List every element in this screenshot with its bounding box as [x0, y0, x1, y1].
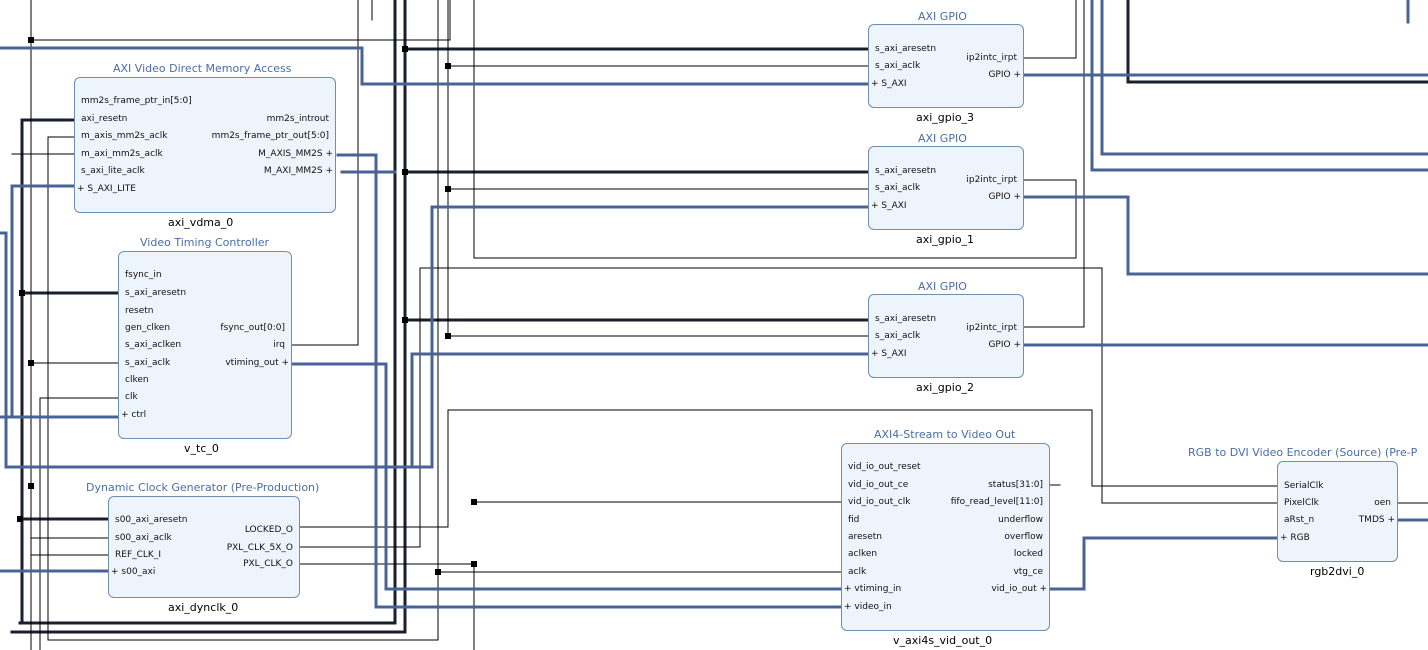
vidout-port-right[interactable]: underflow [998, 515, 1043, 525]
gpio3-port-right[interactable]: GPIO + [988, 70, 1021, 80]
gpio1-name: axi_gpio_1 [916, 233, 975, 246]
rgb2dvi-port-left[interactable]: + RGB [1280, 533, 1310, 543]
vdma-port-left[interactable]: s_axi_lite_aclk [81, 166, 145, 176]
vdma-port-right[interactable]: mm2s_frame_ptr_out[5:0] [211, 131, 329, 141]
vdma-name: axi_vdma_0 [168, 216, 234, 229]
gpio1-port-right[interactable]: GPIO + [988, 192, 1021, 202]
gpio3-port-left[interactable]: + S_AXI [871, 79, 907, 89]
vidout-port-left[interactable]: aclk [848, 567, 867, 577]
gpio1-port-left[interactable]: s_axi_aclk [875, 183, 921, 193]
gpio1-port-left[interactable]: + S_AXI [871, 201, 907, 211]
rgb2dvi-port-left[interactable]: PixelClk [1284, 498, 1319, 508]
gpio1-port-left[interactable]: s_axi_aresetn [875, 166, 937, 176]
vidout-title: AXI4-Stream to Video Out [874, 428, 1016, 441]
vdma-port-left[interactable]: m_axi_mm2s_aclk [81, 149, 163, 159]
vtc-port-left[interactable]: clk [125, 392, 138, 402]
vdma-port-left[interactable]: mm2s_frame_ptr_in[5:0] [81, 96, 192, 106]
vtc-port-left[interactable]: resetn [125, 306, 154, 316]
gpio2-port-right[interactable]: GPIO + [988, 340, 1021, 350]
gpio1-title: AXI GPIO [918, 132, 967, 145]
rgb2dvi-port-right[interactable]: oen [1374, 498, 1391, 508]
rgb2dvi-block[interactable]: SerialClk PixelClk aRst_n + RGB oen TMDS… [1277, 461, 1398, 562]
gpio2-port-left[interactable]: + S_AXI [871, 349, 907, 359]
vidout-port-left[interactable]: vid_io_out_clk [848, 497, 911, 507]
gpio2-name: axi_gpio_2 [916, 381, 975, 394]
vtc-port-left[interactable]: s_axi_aclk [125, 358, 171, 368]
clkgen-port-left[interactable]: REF_CLK_I [115, 550, 161, 560]
gpio3-port-right[interactable]: ip2intc_irpt [966, 53, 1017, 63]
clkgen-port-left[interactable]: s00_axi_aresetn [115, 515, 188, 525]
clkgen-port-right[interactable]: PXL_CLK_5X_O [226, 543, 293, 553]
vtc-port-right[interactable]: vtiming_out + [225, 358, 289, 368]
vidout-port-right[interactable]: vid_io_out + [991, 584, 1047, 594]
clkgen-block[interactable]: s00_axi_aresetn s00_axi_aclk REF_CLK_I +… [108, 496, 300, 598]
vdma-port-right[interactable]: M_AXIS_MM2S + [258, 149, 333, 159]
rgb2dvi-port-left[interactable]: SerialClk [1284, 481, 1324, 491]
vidout-port-right[interactable]: locked [1013, 549, 1043, 559]
gpio1-port-right[interactable]: ip2intc_irpt [966, 175, 1017, 185]
vtc-port-left[interactable]: fsync_in [125, 270, 162, 280]
vtc-port-left[interactable]: s_axi_aclken [125, 340, 182, 350]
reset-net [10, 0, 1428, 634]
clkgen-title: Dynamic Clock Generator (Pre-Production) [86, 481, 320, 494]
vidout-port-left[interactable]: vid_io_out_ce [848, 480, 909, 490]
vtc-port-right[interactable]: fsync_out[0:0] [220, 323, 285, 333]
gpio3-port-left[interactable]: s_axi_aclk [875, 61, 921, 71]
vtc-port-left[interactable]: + ctrl [121, 410, 147, 420]
rgb2dvi-title: RGB to DVI Video Encoder (Source) (Pre-P [1188, 446, 1418, 459]
vidout-port-left[interactable]: vid_io_out_reset [848, 462, 921, 472]
vdma-port-left[interactable]: + S_AXI_LITE [77, 184, 136, 194]
gpio3-block[interactable]: s_axi_aresetn s_axi_aclk + S_AXI ip2intc… [868, 24, 1024, 108]
vtc-port-left[interactable]: clken [125, 375, 149, 385]
clkgen-port-right[interactable]: PXL_CLK_O [243, 559, 293, 569]
vidout-port-right[interactable]: fifo_read_level[11:0] [950, 497, 1043, 507]
vdma-port-right[interactable]: mm2s_introut [266, 114, 329, 124]
vtc-title: Video Timing Controller [140, 236, 270, 249]
gpio3-title: AXI GPIO [918, 10, 967, 23]
vdma-port-right[interactable]: M_AXI_MM2S + [263, 166, 333, 176]
gpio3-name: axi_gpio_3 [916, 111, 975, 124]
vdma-port-left[interactable]: m_axis_mm2s_aclk [81, 131, 168, 141]
gpio2-title: AXI GPIO [918, 280, 967, 293]
vtc-block[interactable]: fsync_in s_axi_aresetn resetn gen_clken … [118, 251, 292, 439]
vidout-block[interactable]: vid_io_out_reset vid_io_out_ce vid_io_ou… [841, 443, 1050, 631]
vidout-port-right[interactable]: overflow [1004, 532, 1043, 542]
rgb2dvi-name: rgb2dvi_0 [1310, 565, 1365, 578]
clkgen-name: axi_dynclk_0 [168, 601, 239, 614]
vidout-port-right[interactable]: status[31:0] [988, 480, 1043, 490]
gpio1-block[interactable]: s_axi_aresetn s_axi_aclk + S_AXI ip2intc… [868, 146, 1024, 230]
vidout-port-left[interactable]: + vtiming_in [844, 584, 902, 594]
rgb2dvi-port-left[interactable]: aRst_n [1284, 515, 1315, 525]
gpio2-port-left[interactable]: s_axi_aresetn [875, 314, 937, 324]
gpio2-port-left[interactable]: s_axi_aclk [875, 331, 921, 341]
gpio2-block[interactable]: s_axi_aresetn s_axi_aclk + S_AXI ip2intc… [868, 294, 1024, 378]
vidout-port-left[interactable]: aclken [848, 549, 878, 559]
vidout-name: v_axi4s_vid_out_0 [893, 634, 993, 647]
bus-net [0, 0, 1428, 609]
vdma-block[interactable]: mm2s_frame_ptr_in[5:0] axi_resetn m_axis… [74, 77, 336, 213]
vtc-port-right[interactable]: irq [273, 340, 285, 350]
gpio2-port-right[interactable]: ip2intc_irpt [966, 323, 1017, 333]
vidout-port-left[interactable]: fid [848, 515, 860, 525]
vtc-name: v_tc_0 [184, 442, 219, 455]
gpio3-port-left[interactable]: s_axi_aresetn [875, 44, 937, 54]
clkgen-port-left[interactable]: + s00_axi [111, 567, 156, 577]
rgb2dvi-port-right[interactable]: TMDS + [1358, 515, 1395, 525]
junctions [17, 37, 477, 575]
vdma-port-left[interactable]: axi_resetn [81, 114, 128, 124]
signal-net [11, 0, 1428, 650]
vdma-title: AXI Video Direct Memory Access [113, 62, 292, 75]
vtc-port-left[interactable]: gen_clken [125, 323, 171, 333]
vidout-port-right[interactable]: vtg_ce [1013, 567, 1043, 577]
clkgen-port-right[interactable]: LOCKED_O [244, 525, 293, 535]
vidout-port-left[interactable]: aresetn [848, 532, 883, 542]
vtc-port-left[interactable]: s_axi_aresetn [125, 288, 187, 298]
clkgen-port-left[interactable]: s00_axi_aclk [115, 533, 172, 543]
vidout-port-left[interactable]: + video_in [844, 602, 892, 612]
